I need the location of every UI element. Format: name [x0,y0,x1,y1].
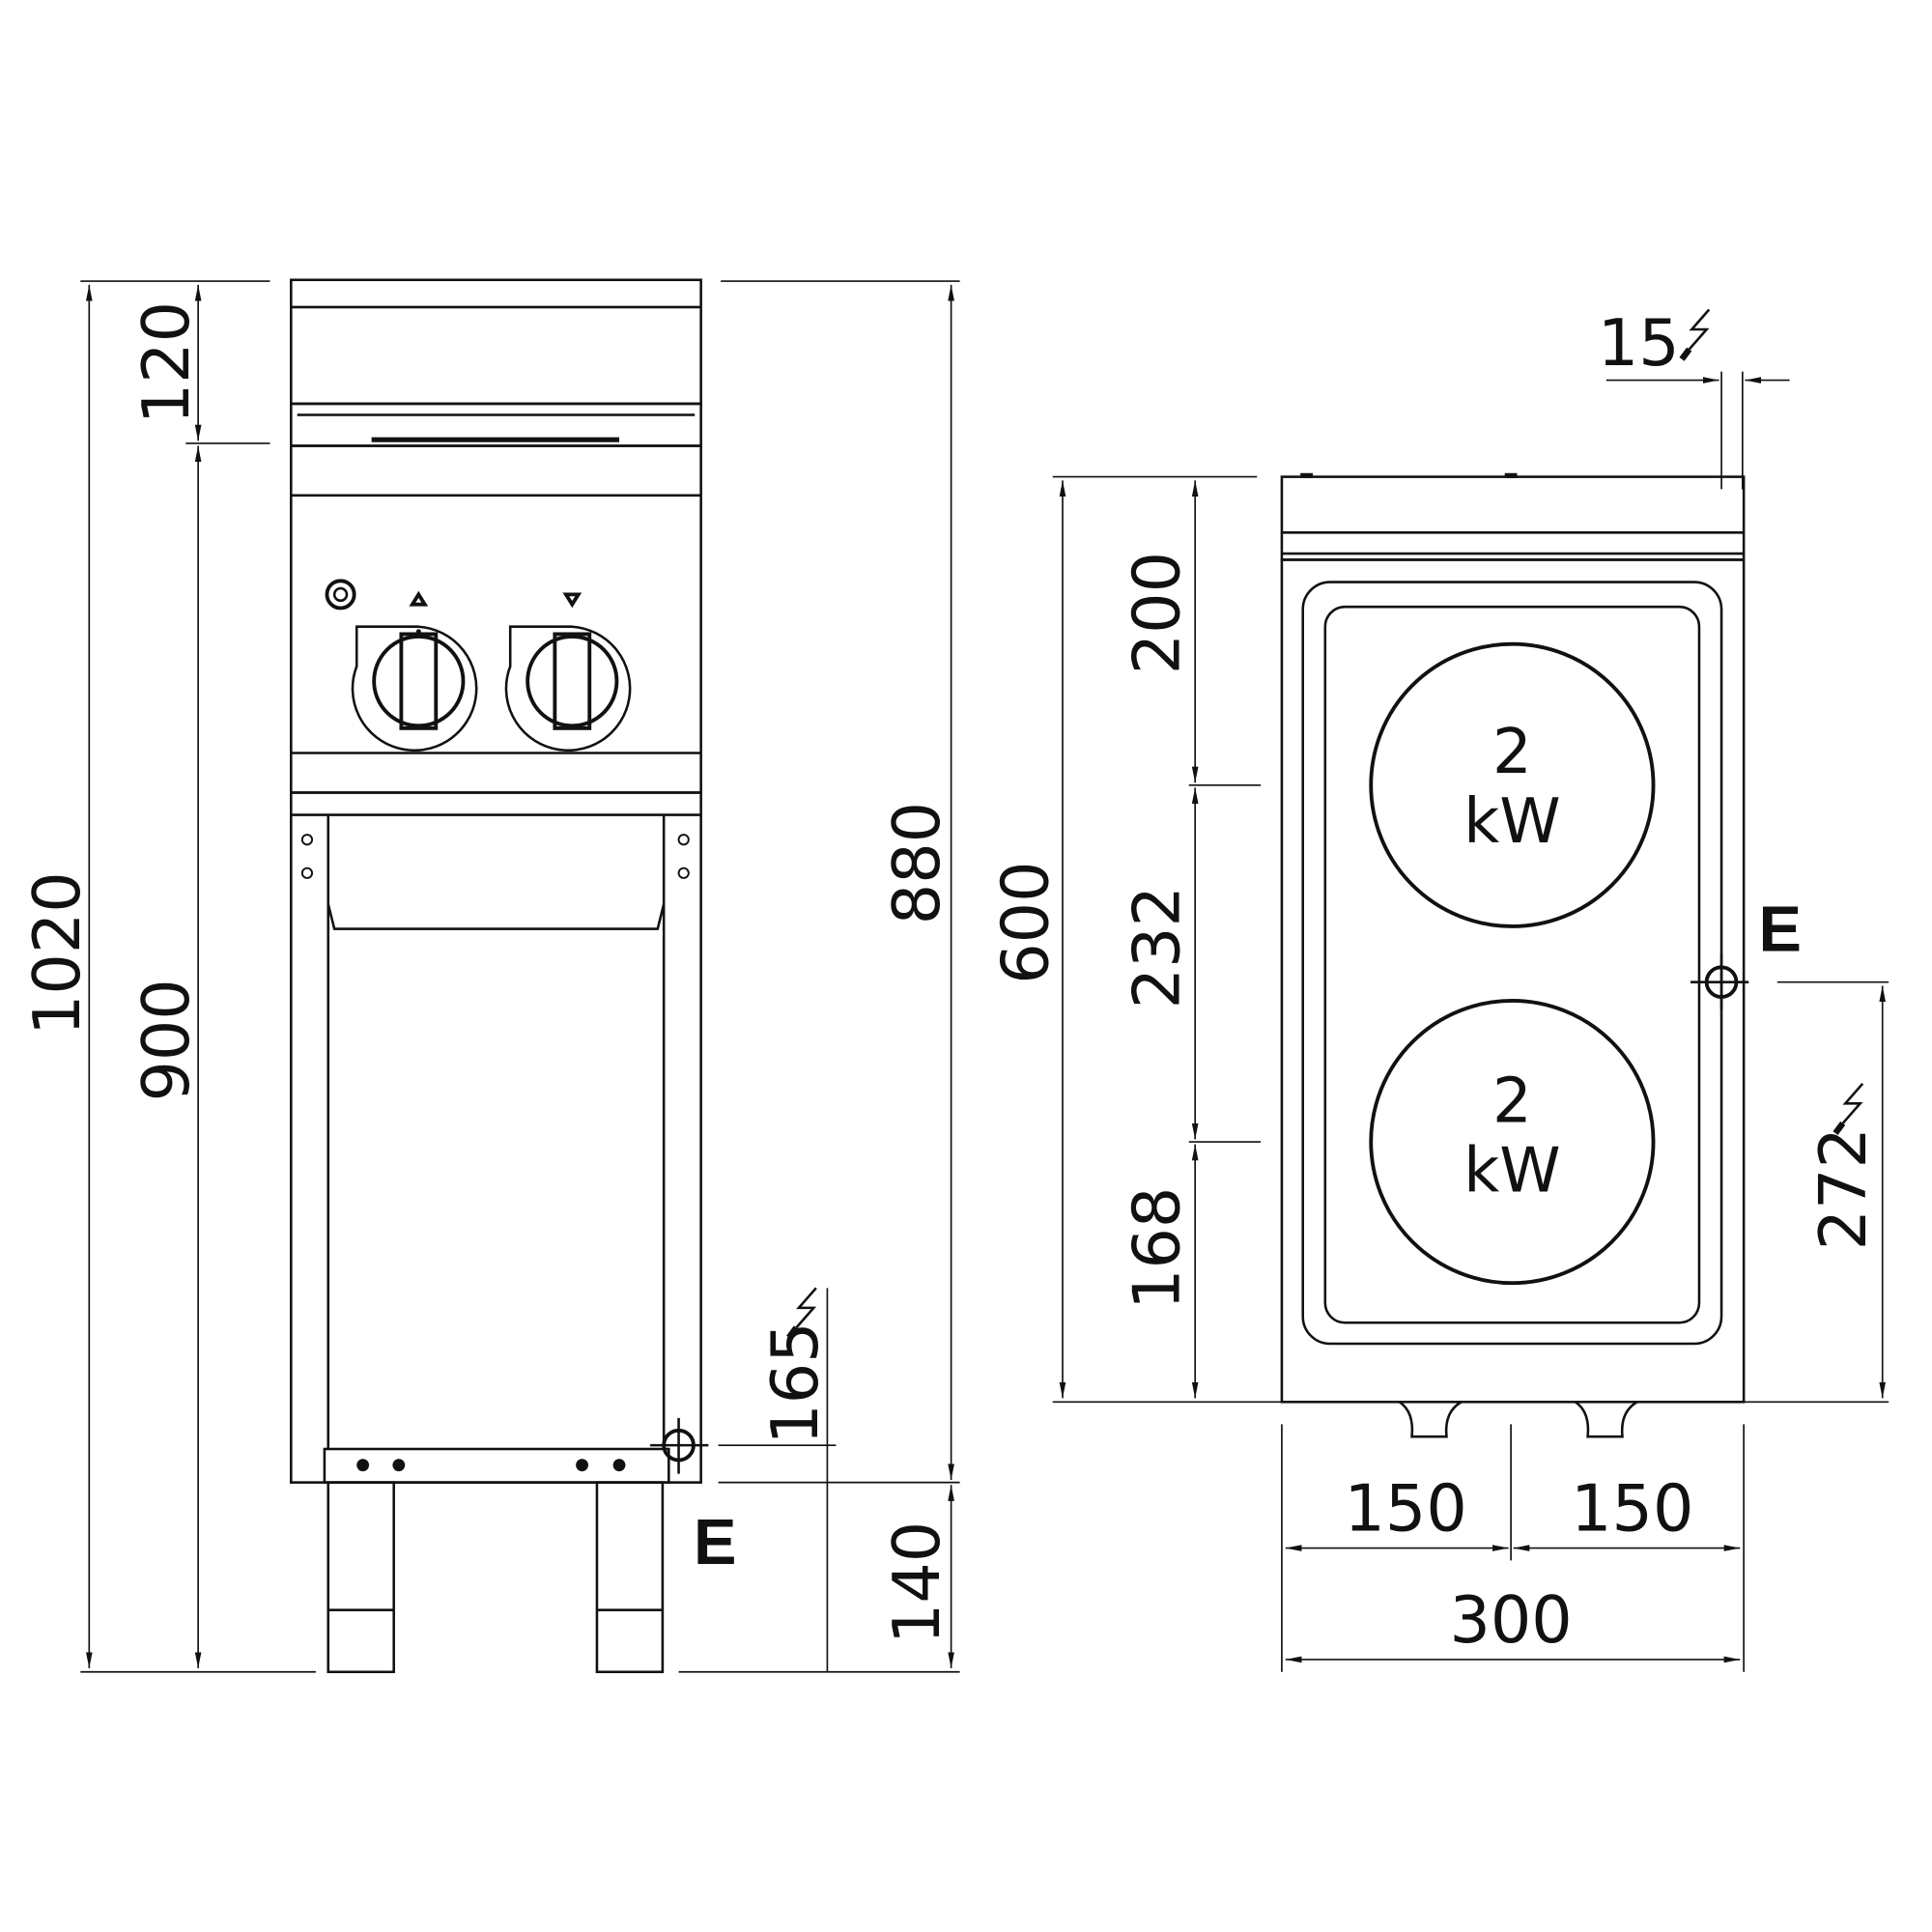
plate-power: 2 [1492,1066,1532,1138]
top-view: 15 600 200 232 168 272 150 150 300 2 kW … [988,305,1889,1672]
dim-cabinet-height: 880 [879,802,954,924]
dim-half-width-left: 150 [1345,1471,1467,1547]
dim-side-offset: 15 [1598,305,1680,381]
dim-leg-height: 140 [879,1521,954,1644]
hot-plate-2: 2 kW [1369,998,1656,1286]
dim-power-inlet-from-back: 272 [1805,1127,1881,1250]
earth-label: E [694,1507,736,1578]
dim-power-inlet-height: 165 [757,1321,833,1444]
knob-2[interactable] [504,592,632,753]
pilot-light-icon [325,579,356,611]
power-icon [1835,1084,1862,1133]
dim-work-height: 900 [128,979,204,1101]
dim-front-to-plate: 200 [1120,552,1195,674]
front-view: 1020 120 900 880 140 165 E [19,278,960,1674]
dim-depth: 600 [988,862,1064,984]
dim-plate-spacing: 232 [1120,886,1195,1009]
power-icon [1682,310,1709,359]
hot-plate-1: 2 kW [1369,641,1656,928]
dim-total-width: 300 [1449,1582,1572,1658]
dim-plate-to-back: 168 [1120,1187,1195,1310]
dim-total-height: 1020 [19,871,95,1036]
plate-power: 2 [1492,717,1532,788]
plate-unit: kW [1463,1135,1561,1207]
dim-half-width-right: 150 [1571,1471,1693,1547]
dim-backsplash: 120 [128,301,204,424]
earth-label: E [1759,895,1802,966]
knob-1[interactable] [351,590,478,753]
plate-unit: kW [1463,786,1561,858]
